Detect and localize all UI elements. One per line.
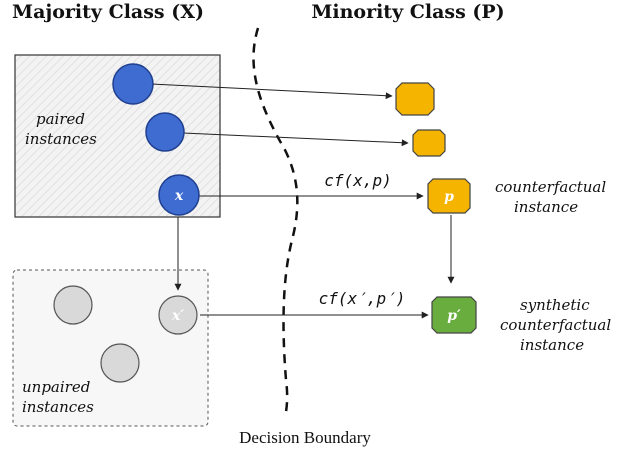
unpaired-node-1 [53,285,93,325]
majority-node-1 [112,63,154,105]
synthetic-label-line1: synthetic [520,296,590,314]
unpaired-node-2 [100,343,140,383]
minority-node-2 [412,129,446,157]
node-p [427,178,471,214]
minority-class-title: Minority Class (P) [311,1,504,23]
arrow-pair-2 [182,132,409,147]
paired-label-line2: instances [25,130,97,148]
counterfactual-label-line2: instance [514,198,578,216]
unpaired-label-line2: instances [22,398,94,416]
minority-node-1 [395,82,435,116]
arrow-pair-1 [150,83,393,100]
node-x-prime-label: x′ [171,308,184,324]
edge-label-cf-x-p: cf(x,p) [324,171,391,190]
majority-class-title: Majority Class (X) [12,1,204,23]
node-x-label: x [174,188,184,204]
counterfactual-label-line1: counterfactual [495,178,606,196]
node-x-prime [158,295,198,335]
node-p-prime-label: p′ [447,308,461,324]
synthetic-label-line2: counterfactual [500,316,611,334]
node-x [158,174,200,216]
node-p-label: p [444,189,454,205]
decision-boundary-label: Decision Boundary [239,428,371,447]
edge-label-cf-x-prime-p-prime: cf(x′,p′) [319,289,406,308]
node-p-prime [431,296,477,334]
decision-boundary-line [252,27,299,413]
majority-node-2 [145,112,185,152]
synthetic-label-line3: instance [520,336,584,354]
paired-label-line1: paired [36,110,85,128]
unpaired-label-line1: unpaired [22,378,90,396]
